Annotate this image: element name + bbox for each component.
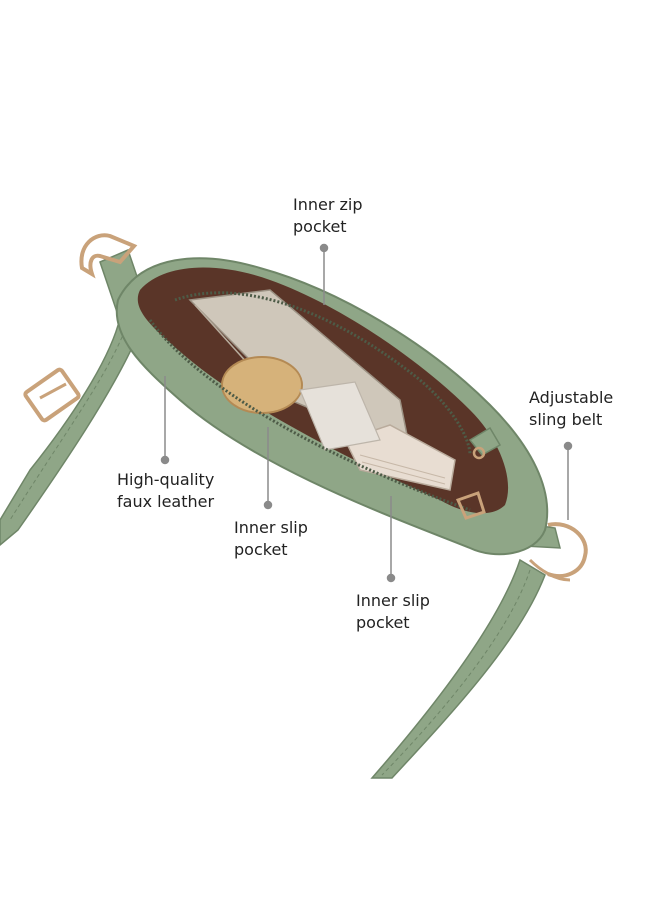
callout-inner-zip-pocket-line2: pocket — [293, 217, 347, 236]
callout-faux-leather-line1: High-quality — [117, 470, 215, 489]
zipper-top — [174, 291, 472, 456]
callout-adjustable-sling-belt-line1: Adjustable — [529, 388, 614, 407]
callout-inner-slip-pocket-right: Inner slip pocket — [356, 590, 430, 634]
left-d-ring-icon — [79, 233, 138, 279]
callout-inner-zip-pocket-line1: Inner zip — [293, 195, 363, 214]
callout-inner-slip-pocket-left-line1: Inner slip — [234, 518, 308, 537]
right-d-ring-icon — [547, 522, 588, 578]
callout-inner-slip-pocket-left-line2: pocket — [234, 540, 288, 559]
right-strap-stitch — [381, 569, 531, 776]
callout-adjustable-sling-belt-line2: sling belt — [529, 410, 603, 429]
left-strap — [0, 316, 141, 546]
leader-lines — [160, 243, 573, 583]
compact-mirror — [221, 356, 303, 414]
callout-inner-slip-pocket-right-line1: Inner slip — [356, 591, 430, 610]
left-buckle-icon — [23, 367, 81, 423]
card — [299, 381, 381, 451]
zipper-pull-icon — [455, 491, 486, 520]
zipper-bottom — [148, 319, 471, 512]
callout-inner-slip-pocket-left: Inner slip pocket — [234, 517, 308, 561]
callout-inner-zip-pocket: Inner zip pocket — [293, 194, 363, 238]
right-strap — [370, 558, 546, 779]
callout-faux-leather: High-quality faux leather — [117, 469, 214, 513]
callout-inner-slip-pocket-right-line2: pocket — [356, 613, 410, 632]
callout-faux-leather-line2: faux leather — [117, 492, 215, 511]
callout-adjustable-sling-belt: Adjustable sling belt — [529, 387, 613, 431]
